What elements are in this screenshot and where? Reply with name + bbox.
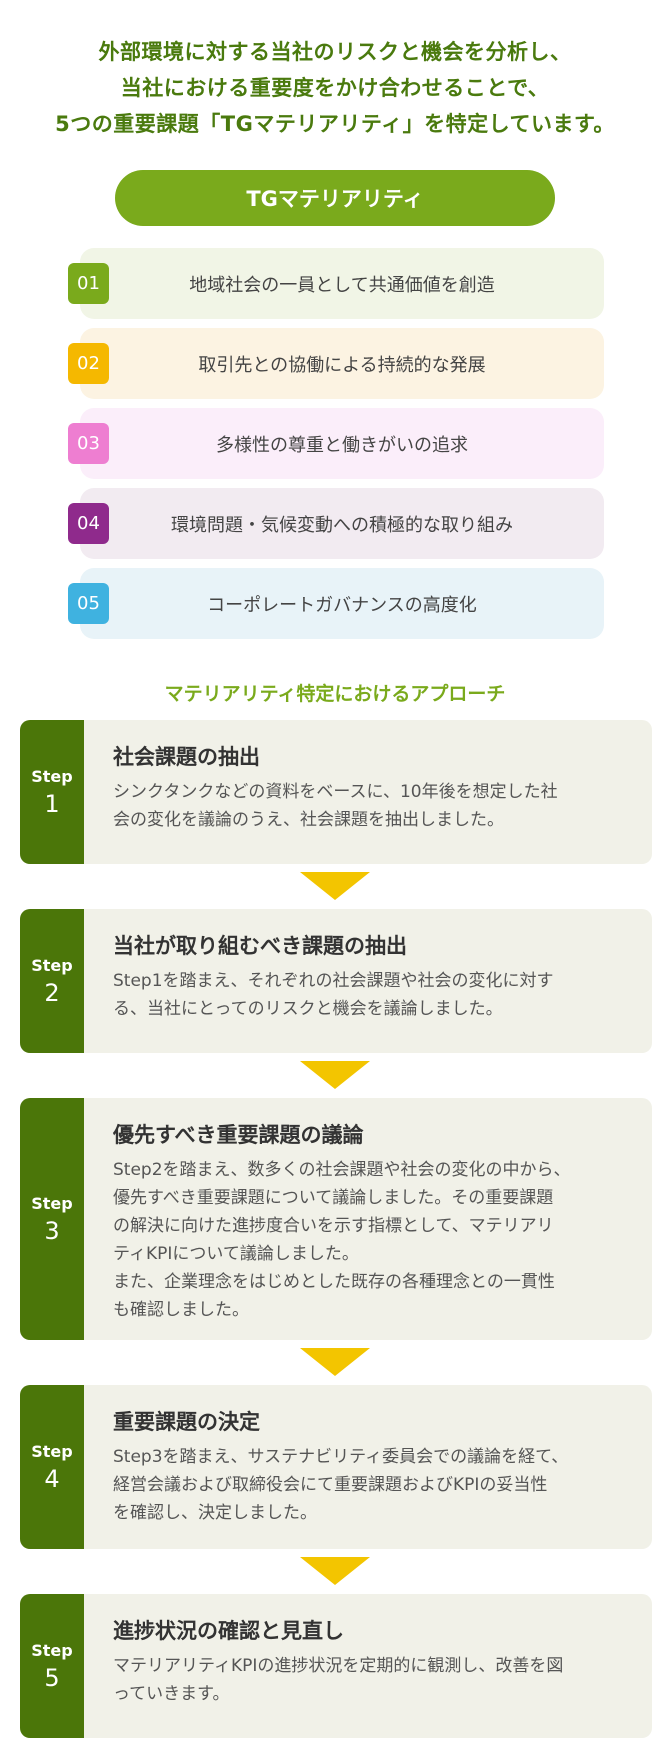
- materiality-item: 多様性の尊重と働きがいの追求 03: [0, 408, 670, 479]
- step-badge: Step 2: [20, 909, 84, 1053]
- materiality-label: 多様性の尊重と働きがいの追求: [80, 408, 604, 479]
- step-line: 経営会議および取締役会にて重要課題およびKPIの妥当性: [113, 1475, 548, 1495]
- step-number: 5: [44, 1663, 60, 1692]
- step-label: Step: [31, 1640, 73, 1660]
- down-arrow-icon: [300, 872, 370, 900]
- step-heading: 当社が取り組むべき課題の抽出: [113, 934, 407, 958]
- materiality-item: コーポレートガバナンスの高度化 05: [0, 568, 670, 639]
- materiality-number: 04: [68, 503, 109, 544]
- materiality-item: 取引先との協働による持続的な発展 02: [0, 328, 670, 399]
- step-number: 4: [44, 1464, 60, 1493]
- step-badge: Step 3: [20, 1098, 84, 1340]
- step-description: Step2を踏まえ、数多くの社会課題や社会の変化の中から、 優先すべき重要課題に…: [113, 1156, 630, 1324]
- step-line: Step3を踏まえ、サステナビリティ委員会での議論を経て、: [113, 1447, 569, 1467]
- step-card: Step 4 重要課題の決定 Step3を踏まえ、サステナビリティ委員会での議論…: [20, 1385, 652, 1549]
- approach-title: マテリアリティ特定におけるアプローチ: [164, 683, 506, 705]
- step-label: Step: [31, 766, 73, 786]
- step-description: シンクタンクなどの資料をベースに、10年後を想定した社 会の変化を議論のうえ、社…: [113, 778, 630, 834]
- materiality-number: 05: [68, 583, 109, 624]
- down-arrow-icon: [300, 1348, 370, 1376]
- step-badge: Step 5: [20, 1594, 84, 1738]
- step-heading: 優先すべき重要課題の議論: [113, 1123, 364, 1147]
- step-card: Step 3 優先すべき重要課題の議論 Step2を踏まえ、数多くの社会課題や社…: [20, 1098, 652, 1340]
- step-line: を確認し、決定しました。: [113, 1503, 317, 1523]
- materiality-pill: TGマテリアリティ: [115, 170, 555, 226]
- step-content: 進捗状況の確認と見直し マテリアリティKPIの進捗状況を定期的に観測し、改善を図…: [84, 1594, 652, 1708]
- step-line: も確認しました。: [113, 1300, 249, 1320]
- materiality-label: 取引先との協働による持続的な発展: [80, 328, 604, 399]
- step-line: 優先すべき重要課題について議論しました。その重要課題: [113, 1188, 554, 1208]
- step-card: Step 1 社会課題の抽出 シンクタンクなどの資料をベースに、10年後を想定し…: [20, 720, 652, 864]
- step-number: 2: [44, 978, 60, 1007]
- step-card: Step 5 進捗状況の確認と見直し マテリアリティKPIの進捗状況を定期的に観…: [20, 1594, 652, 1738]
- step-line: Step2を踏まえ、数多くの社会課題や社会の変化の中から、: [113, 1160, 571, 1180]
- step-line: マテリアリティKPIの進捗状況を定期的に観測し、改善を図: [113, 1656, 564, 1676]
- intro-line: 外部環境に対する当社のリスクと機会を分析し、: [98, 40, 572, 64]
- step-label: Step: [31, 1441, 73, 1461]
- step-line: の解決に向けた進捗度合いを示す指標として、マテリアリ: [113, 1216, 554, 1236]
- step-line: Step1を踏まえ、それぞれの社会課題や社会の変化に対す: [113, 971, 554, 991]
- step-line: 会の変化を議論のうえ、社会課題を抽出しました。: [113, 810, 504, 830]
- materiality-label: コーポレートガバナンスの高度化: [80, 568, 604, 639]
- steps-list: Step 1 社会課題の抽出 シンクタンクなどの資料をベースに、10年後を想定し…: [0, 720, 670, 1738]
- materiality-label: 環境問題・気候変動への積極的な取り組み: [80, 488, 604, 559]
- down-arrow-icon: [300, 1557, 370, 1585]
- materiality-item: 環境問題・気候変動への積極的な取り組み 04: [0, 488, 670, 559]
- step-heading: 進捗状況の確認と見直し: [113, 1619, 344, 1643]
- step-line: っていきます。: [113, 1684, 230, 1704]
- step-description: マテリアリティKPIの進捗状況を定期的に観測し、改善を図 っていきます。: [113, 1652, 630, 1708]
- step-content: 社会課題の抽出 シンクタンクなどの資料をベースに、10年後を想定した社 会の変化…: [84, 720, 652, 834]
- step-line: ティKPIについて議論しました。: [113, 1244, 359, 1264]
- step-heading: 社会課題の抽出: [113, 745, 260, 769]
- step-number: 1: [44, 789, 60, 818]
- materiality-number: 03: [68, 423, 109, 464]
- materiality-list: 地域社会の一員として共通価値を創造 01 取引先との協働による持続的な発展 02…: [0, 248, 670, 639]
- step-content: 重要課題の決定 Step3を踏まえ、サステナビリティ委員会での議論を経て、 経営…: [84, 1385, 652, 1527]
- materiality-item: 地域社会の一員として共通価値を創造 01: [0, 248, 670, 319]
- step-card: Step 2 当社が取り組むべき課題の抽出 Step1を踏まえ、それぞれの社会課…: [20, 909, 652, 1053]
- intro-line: 5つの重要課題「TGマテリアリティ」を特定しています。: [55, 112, 615, 136]
- down-arrow-icon: [300, 1061, 370, 1089]
- step-description: Step1を踏まえ、それぞれの社会課題や社会の変化に対す る、当社にとってのリス…: [113, 967, 630, 1023]
- materiality-number: 01: [68, 263, 109, 304]
- step-badge: Step 1: [20, 720, 84, 864]
- step-label: Step: [31, 955, 73, 975]
- step-number: 3: [44, 1216, 60, 1245]
- materiality-label: 地域社会の一員として共通価値を創造: [80, 248, 604, 319]
- intro-text: 外部環境に対する当社のリスクと機会を分析し、 当社における重要度をかけ合わせるこ…: [0, 0, 670, 142]
- step-line: る、当社にとってのリスクと機会を議論しました。: [113, 999, 503, 1019]
- step-line: シンクタンクなどの資料をベースに、10年後を想定した社: [113, 782, 558, 802]
- step-content: 当社が取り組むべき課題の抽出 Step1を踏まえ、それぞれの社会課題や社会の変化…: [84, 909, 652, 1023]
- step-badge: Step 4: [20, 1385, 84, 1549]
- step-heading: 重要課題の決定: [113, 1410, 260, 1434]
- step-line: また、企業理念をはじめとした既存の各種理念との一貫性: [113, 1272, 555, 1292]
- step-content: 優先すべき重要課題の議論 Step2を踏まえ、数多くの社会課題や社会の変化の中か…: [84, 1098, 652, 1324]
- step-label: Step: [31, 1193, 73, 1213]
- intro-line: 当社における重要度をかけ合わせることで、: [120, 76, 550, 100]
- materiality-number: 02: [68, 343, 109, 384]
- step-description: Step3を踏まえ、サステナビリティ委員会での議論を経て、 経営会議および取締役…: [113, 1443, 630, 1527]
